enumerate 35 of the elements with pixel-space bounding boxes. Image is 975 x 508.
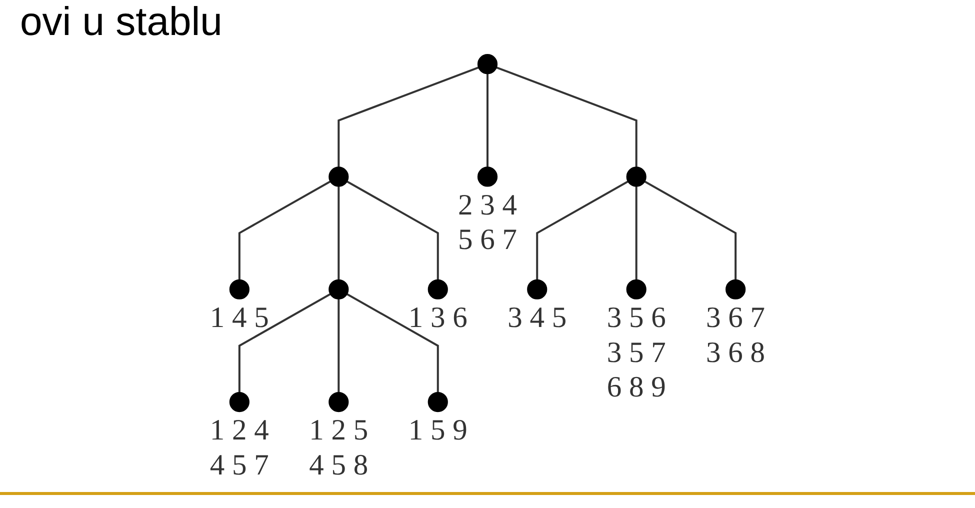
tree-node-dot [527, 279, 548, 300]
tree-node-dot [229, 392, 250, 412]
tree-node-dot [428, 392, 448, 412]
tree-node-dot [229, 279, 250, 300]
itemset-label: 2 3 4 5 6 7 [458, 189, 517, 256]
tree-branch [338, 186, 340, 280]
tree-branch [346, 293, 439, 393]
tree-branch [486, 73, 488, 168]
tree-branch [346, 180, 439, 280]
itemset-label: 1 4 5 [210, 302, 269, 334]
title: ovi u stablu [20, 0, 222, 44]
tree-branch [635, 186, 638, 280]
tree-branch [644, 180, 737, 280]
itemset-label: 1 5 9 [408, 414, 468, 447]
tree-node-dot [428, 279, 448, 300]
tree-node-dot [328, 166, 349, 187]
tree-branch [338, 298, 340, 393]
tree-node-dot [626, 166, 646, 187]
itemset-label: 1 2 5 4 5 8 [309, 414, 368, 482]
tree-branch [238, 293, 331, 393]
tree-node-dot [328, 279, 349, 300]
tree-branch [238, 180, 331, 280]
tree-node-dot [328, 392, 349, 412]
itemset-label: 3 5 6 3 5 7 6 8 9 [606, 302, 666, 404]
tree-branch [536, 180, 629, 280]
tree-node-dot [477, 54, 498, 74]
itemset-label: 1 2 4 4 5 7 [210, 414, 269, 482]
tree-branch [338, 66, 480, 168]
tree-node-dot [626, 279, 646, 300]
tree-node-dot [477, 166, 498, 187]
itemset-label: 3 6 7 3 6 8 [706, 302, 766, 369]
tree-node-dot [726, 279, 746, 300]
itemset-label: 3 4 5 [508, 302, 567, 334]
itemset-label: 1 3 6 [408, 302, 468, 334]
tree-branch [496, 66, 638, 168]
